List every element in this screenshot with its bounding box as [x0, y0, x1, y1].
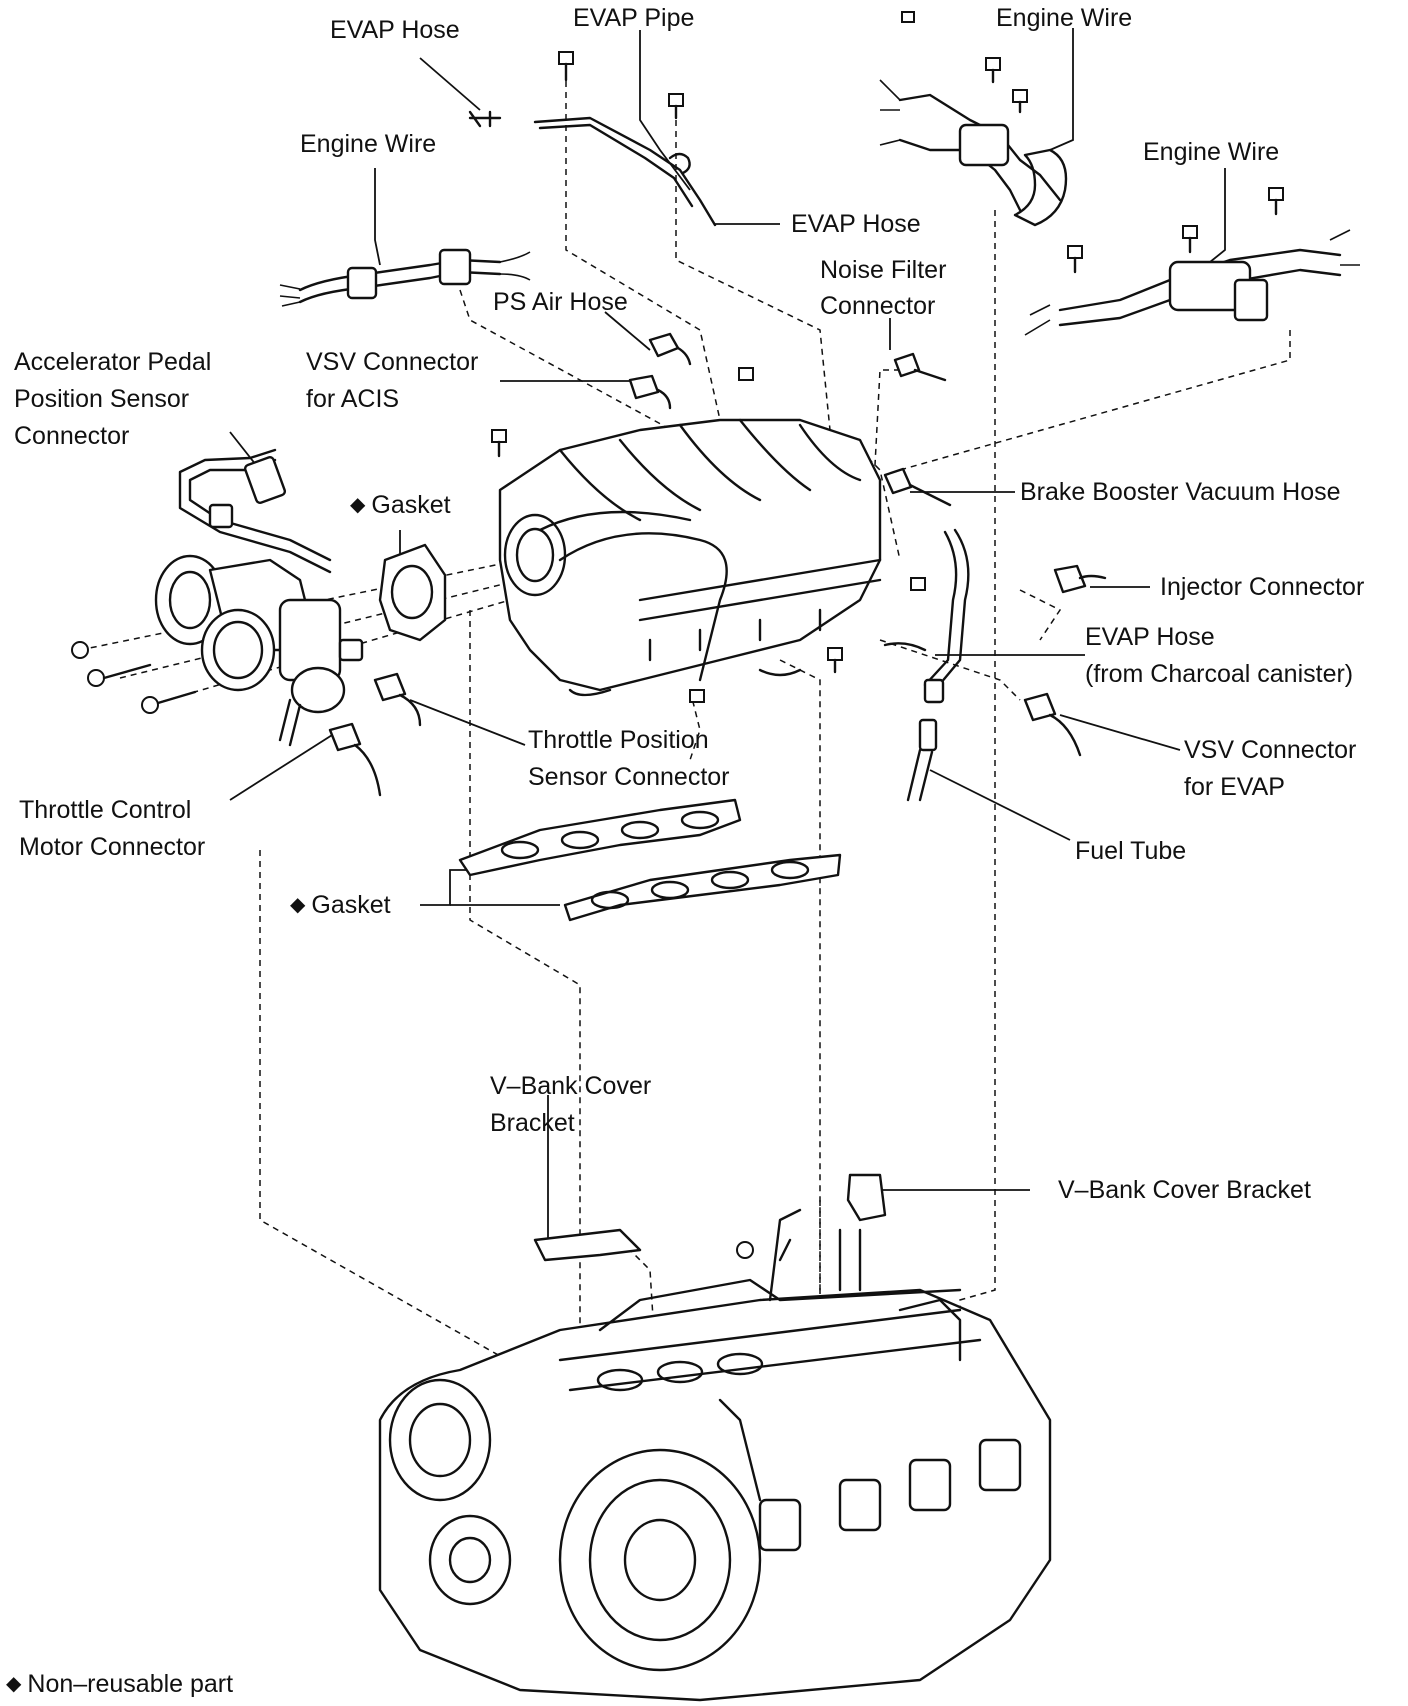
bolt [738, 367, 754, 381]
throttle-body-part [154, 554, 364, 747]
non-reusable-diamond-icon: ◆ [350, 494, 366, 516]
fuel-tube-part [906, 528, 970, 802]
bolt [689, 689, 705, 703]
label-evap-hose-top: EVAP Hose [330, 16, 460, 44]
label-throttle-position-line2: Sensor Connector [528, 763, 730, 791]
label-vsv-evap-line2: for EVAP [1184, 773, 1285, 801]
intake-manifold-part [498, 418, 882, 697]
bolt [901, 11, 915, 23]
label-engine-wire-top-right: Engine Wire [996, 4, 1133, 32]
label-vsv-acis-line2: for ACIS [306, 385, 400, 413]
bolt [910, 577, 926, 591]
label-engine-wire-right: Engine Wire [1143, 138, 1280, 166]
non-reusable-diamond-icon: ◆ [6, 1673, 22, 1695]
label-gasket-throttle: ◆Gasket [350, 487, 451, 525]
bolt [827, 647, 843, 674]
label-engine-wire-left: Engine Wire [300, 130, 437, 158]
label-throttle-motor-line1: Throttle Control [19, 796, 192, 824]
label-evap-canister-line1: EVAP Hose [1085, 623, 1215, 651]
label-throttle-position-line1: Throttle Position [528, 726, 709, 754]
leader-lines [229, 28, 1226, 1240]
label-vbank-bracket-right: V–Bank Cover Bracket [1058, 1176, 1311, 1204]
bolt [1067, 245, 1083, 274]
nut [71, 641, 89, 659]
throttle-gasket-part [378, 543, 447, 642]
manifold-gaskets-part [458, 798, 842, 922]
label-noise-filter-line2: Connector [820, 292, 936, 320]
engine-wire-right-part [1024, 229, 1360, 336]
label-vsv-evap-line1: VSV Connector [1184, 736, 1357, 764]
engine-block-part [378, 1208, 1052, 1702]
label-accelerator-sensor-line2: Position Sensor [14, 385, 190, 413]
bolt [1268, 187, 1284, 216]
label-evap-hose-mid: EVAP Hose [791, 210, 921, 238]
label-gasket-manifold: ◆Gasket [290, 887, 391, 925]
nut [736, 1241, 754, 1259]
bolt [985, 57, 1001, 84]
label-accelerator-sensor-line3: Connector [14, 422, 130, 450]
legend: ◆Non–reusable part [6, 1666, 233, 1704]
engine-wire-left-part [279, 248, 531, 307]
label-vsv-acis-line1: VSV Connector [306, 348, 479, 376]
label-ps-air-hose: PS Air Hose [493, 288, 628, 316]
label-noise-filter-line1: Noise Filter [820, 256, 947, 284]
bolt [141, 690, 197, 714]
evap-pipe-part [468, 110, 717, 227]
bolt [1182, 225, 1198, 254]
bolt [1012, 89, 1028, 114]
gasket-manifold-text: Gasket [311, 891, 391, 919]
label-brake-booster-hose: Brake Booster Vacuum Hose [1020, 478, 1341, 506]
label-injector-connector: Injector Connector [1160, 573, 1365, 601]
label-throttle-motor-line2: Motor Connector [19, 833, 206, 861]
bolt [558, 51, 574, 82]
bolts [71, 11, 1284, 1259]
label-evap-canister-line2: (from Charcoal canister) [1085, 660, 1354, 688]
engine-wire-top-right-part [879, 79, 1068, 227]
bolt [668, 93, 684, 120]
bolt [87, 663, 152, 687]
legend-text: Non–reusable part [27, 1670, 234, 1698]
gasket-throttle-text: Gasket [371, 491, 451, 519]
accelerator-pedal-sensor-wire [178, 448, 332, 574]
vbank-cover-brackets-part [533, 1173, 887, 1262]
non-reusable-diamond-icon: ◆ [290, 894, 306, 916]
label-fuel-tube: Fuel Tube [1075, 837, 1187, 865]
label-evap-pipe: EVAP Pipe [573, 4, 695, 32]
label-vbank-bracket-left-line1: V–Bank Cover [490, 1072, 652, 1100]
label-accelerator-sensor-line1: Accelerator Pedal [14, 348, 212, 376]
connectors [328, 332, 1107, 797]
bolt [491, 429, 507, 458]
label-vbank-bracket-left-line2: Bracket [490, 1109, 575, 1137]
